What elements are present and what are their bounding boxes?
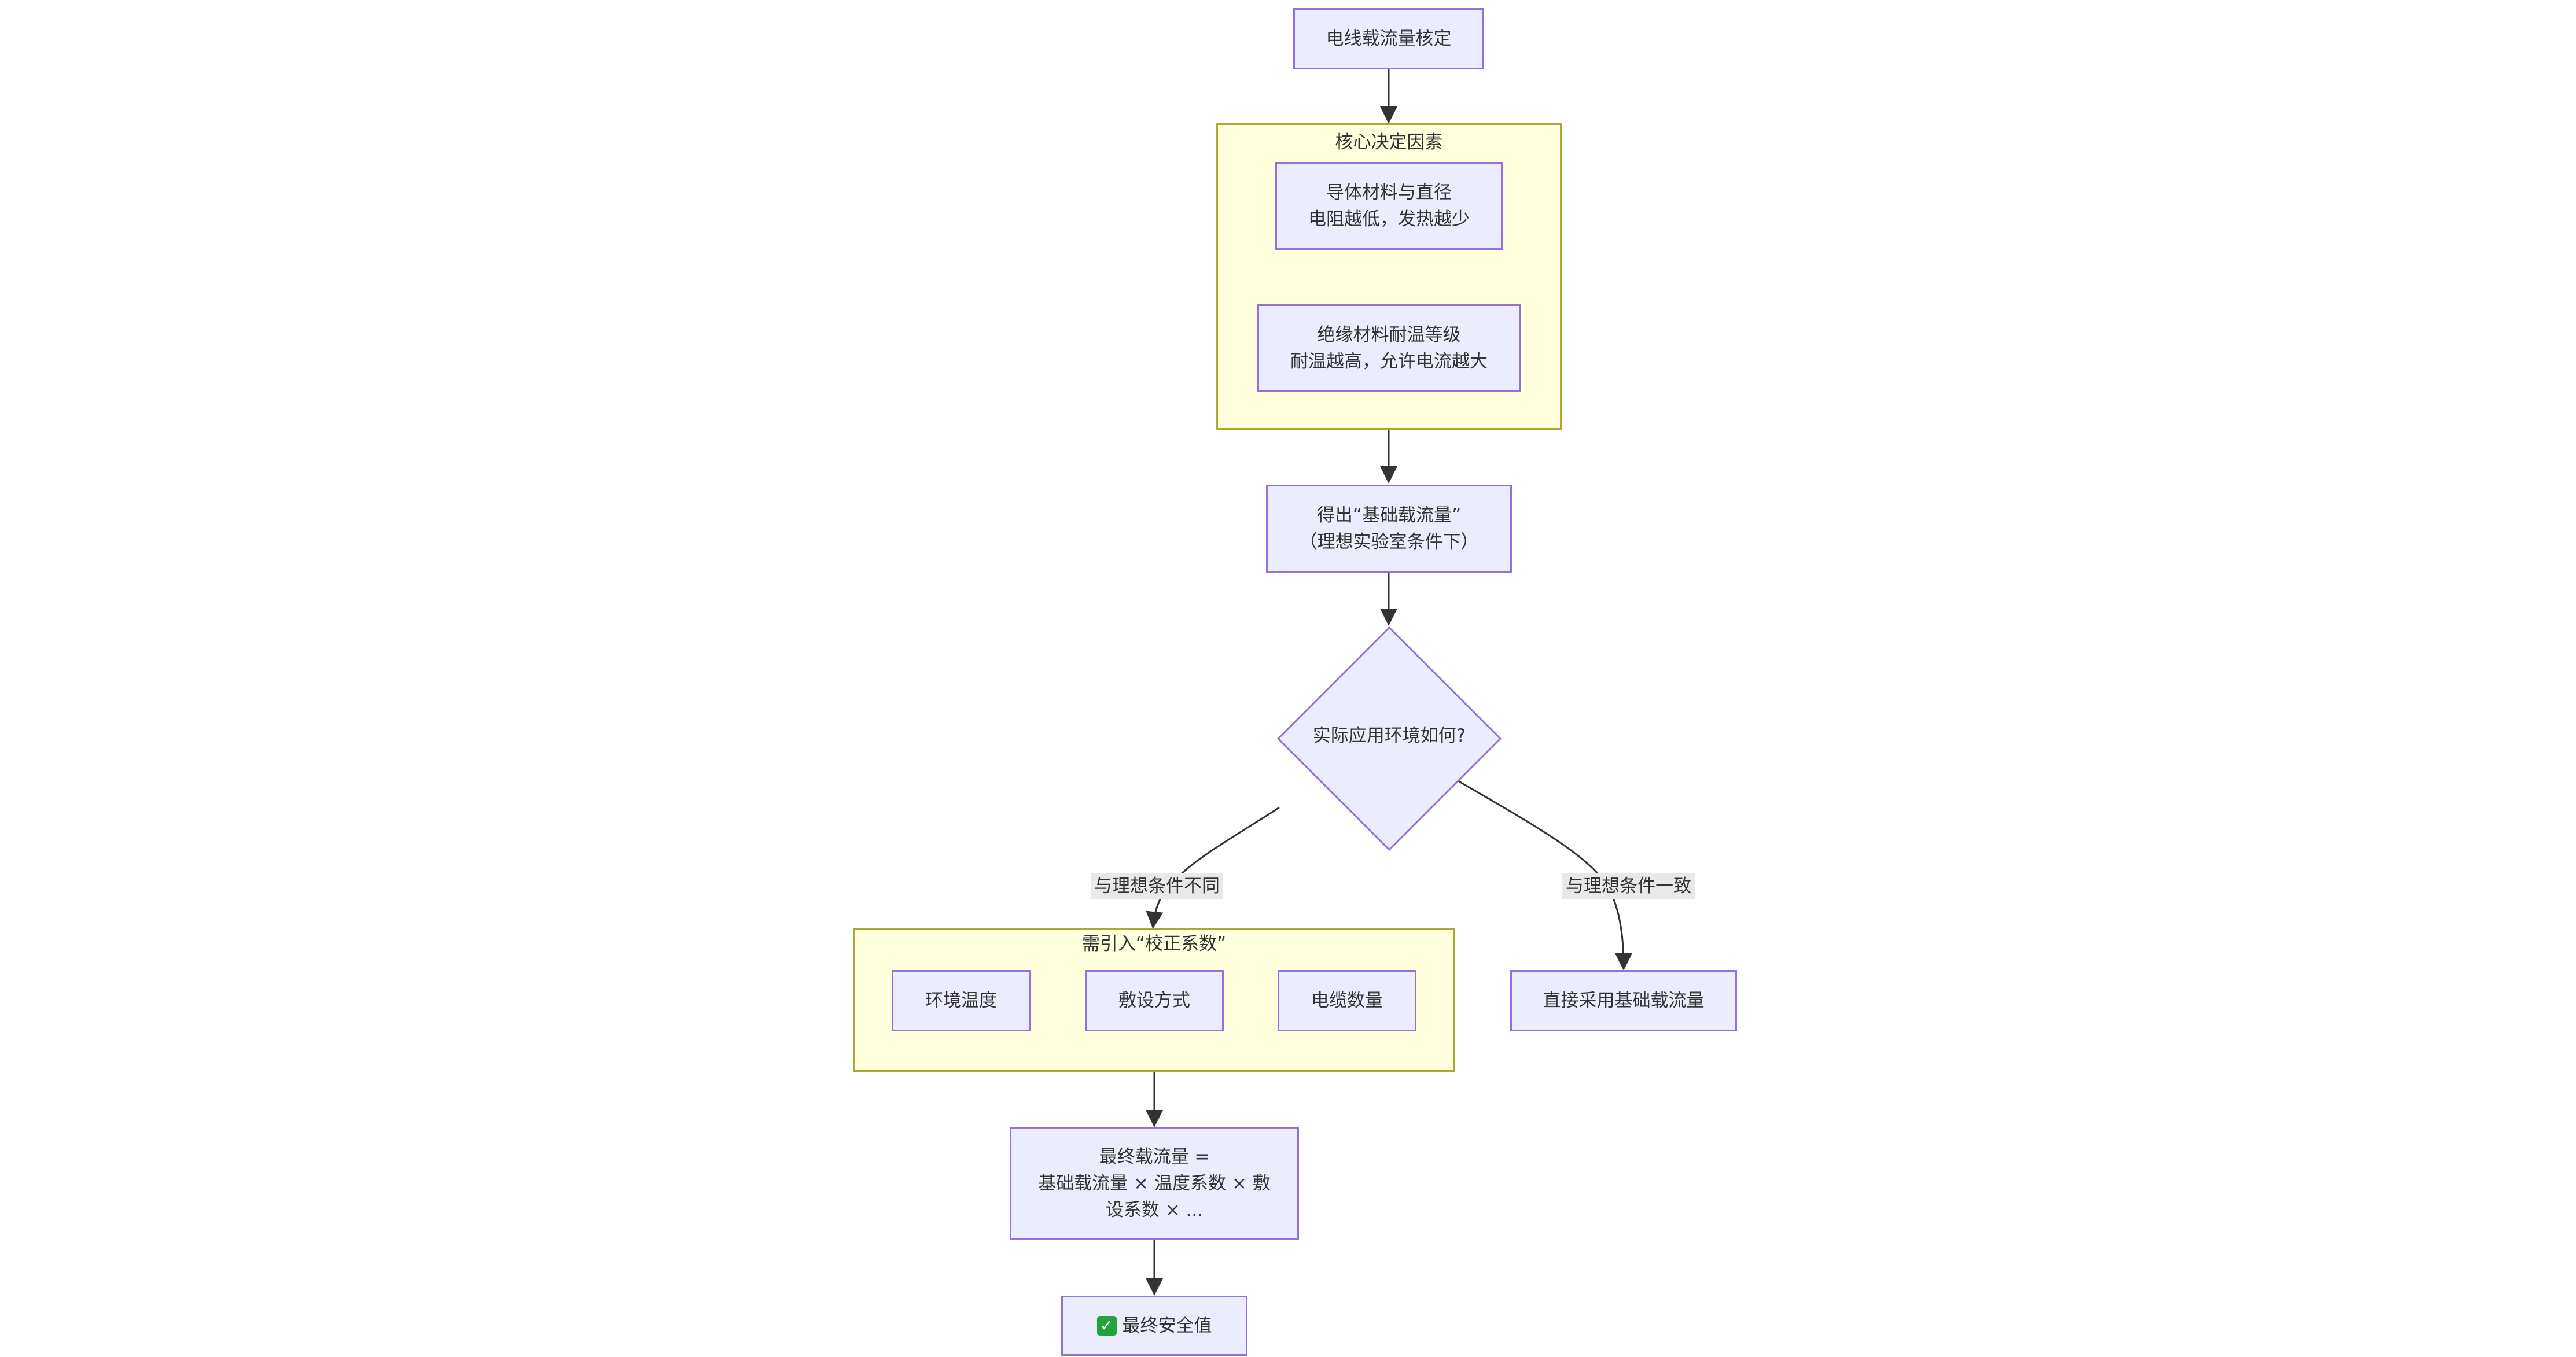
node-final-formula-line3: 设系数 × ... (1105, 1200, 1204, 1220)
node-base-flow: 得出“基础载流量” （理想实验室条件下） (1266, 485, 1512, 573)
node-final-formula-line1: 最终载流量 = (1099, 1146, 1210, 1167)
node-decision-label: 实际应用环境如何? (1312, 725, 1466, 746)
node-install-method: 敷设方式 (1085, 970, 1224, 1031)
node-final-safe: ✓ 最终安全值 (1061, 1296, 1247, 1356)
node-final-safe-label: 最终安全值 (1122, 1315, 1212, 1336)
node-direct-use-label: 直接采用基础载流量 (1543, 990, 1705, 1011)
check-mark-icon: ✓ (1096, 1316, 1117, 1336)
edge-label-same: 与理想条件一致 (1562, 873, 1695, 899)
edge-label-different: 与理想条件不同 (1091, 873, 1223, 899)
node-insulation-line1: 绝缘材料耐温等级 (1317, 325, 1461, 345)
node-final-formula-line2: 基础载流量 × 温度系数 × 敷 (1038, 1173, 1271, 1194)
node-decision (1276, 626, 1502, 851)
node-insulation: 绝缘材料耐温等级 耐温越高，允许电流越大 (1257, 304, 1521, 392)
node-insulation-line2: 耐温越高，允许电流越大 (1290, 351, 1488, 372)
node-env-temp: 环境温度 (892, 970, 1031, 1031)
node-final-safe-row: ✓ 最终安全值 (1096, 1312, 1212, 1339)
edge-decision-to-direct (1458, 780, 1632, 971)
node-title: 电线载流量核定 (1293, 8, 1484, 69)
node-title-label: 电线载流量核定 (1326, 28, 1452, 49)
node-material-line1: 导体材料与直径 (1326, 182, 1452, 203)
node-direct-use: 直接采用基础载流量 (1510, 970, 1737, 1031)
node-material: 导体材料与直径 电阻越低，发热越少 (1275, 162, 1503, 250)
node-final-formula: 最终载流量 = 基础载流量 × 温度系数 × 敷 设系数 × ... (1010, 1127, 1299, 1240)
edge-decision-to-correction (1146, 806, 1280, 929)
node-cable-count-label: 电缆数量 (1311, 990, 1383, 1011)
node-cable-count: 电缆数量 (1278, 970, 1416, 1031)
cluster-core-factors-title: 核心决定因素 (1335, 132, 1443, 153)
node-base-flow-line2: （理想实验室条件下） (1299, 532, 1479, 552)
node-env-temp-label: 环境温度 (925, 990, 997, 1011)
cluster-correction-title: 需引入“校正系数” (1081, 934, 1227, 954)
node-material-line2: 电阻越低，发热越少 (1308, 209, 1470, 230)
node-install-method-label: 敷设方式 (1118, 990, 1190, 1011)
node-base-flow-line1: 得出“基础载流量” (1316, 505, 1462, 526)
